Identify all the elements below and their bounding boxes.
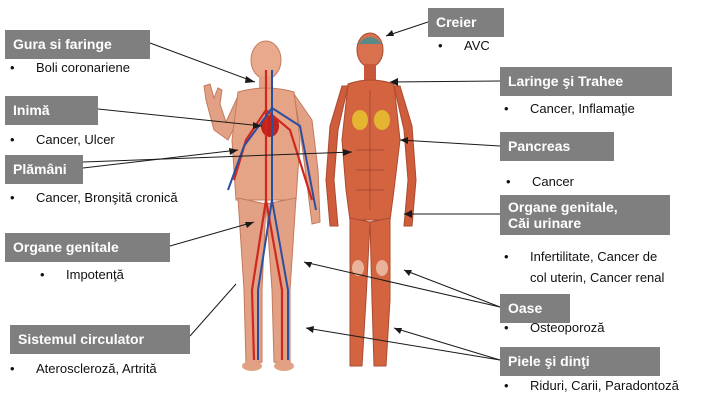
- label-plamani: Plămâni: [5, 155, 83, 184]
- item-plamani: •Cancer, Bronşită cronică: [10, 190, 178, 205]
- item-organe-genitale-f-1: •Infertilitate, Cancer de: [504, 249, 657, 264]
- item-pancreas: •Cancer: [506, 174, 574, 189]
- label-pancreas: Pancreas: [500, 132, 614, 161]
- label-organe-genitale-m: Organe genitale: [5, 233, 170, 262]
- label-inima: Inimă: [5, 96, 98, 125]
- label-organe-genitale-f-line2: Căi urinare: [508, 215, 662, 231]
- item-creier: •AVC: [438, 38, 490, 53]
- label-sistemul-circulator: Sistemul circulator: [10, 325, 190, 354]
- male-circulatory-figure: [204, 41, 320, 371]
- item-laringe-trahee: •Cancer, Inflamaţie: [504, 101, 635, 116]
- item-inima: •Cancer, Ulcer: [10, 132, 115, 147]
- label-creier: Creier: [428, 8, 504, 37]
- item-sistemul-circulator: •Ateroscleroză, Artrită: [10, 361, 157, 376]
- label-organe-genitale-f-line1: Organe genitale,: [508, 199, 662, 215]
- label-laringe-trahee: Laringe şi Trahee: [500, 67, 672, 96]
- label-gura-faringe: Gura si faringe: [5, 30, 150, 59]
- label-piele-dinti: Piele şi dinţi: [500, 347, 660, 376]
- item-organe-genitale-f-2: col uterin, Cancer renal: [530, 270, 664, 285]
- item-piele-dinti: •Riduri, Carii, Paradontoză: [504, 378, 679, 393]
- item-oase: •Osteoporoză: [504, 320, 604, 335]
- item-gura-faringe: •Boli coronariene: [10, 60, 130, 75]
- label-oase: Oase: [500, 294, 570, 323]
- label-organe-genitale-f: Organe genitale, Căi urinare: [500, 195, 670, 235]
- item-organe-genitale-m: •Impotenţă: [40, 267, 124, 282]
- female-muscle-figure: [326, 33, 416, 366]
